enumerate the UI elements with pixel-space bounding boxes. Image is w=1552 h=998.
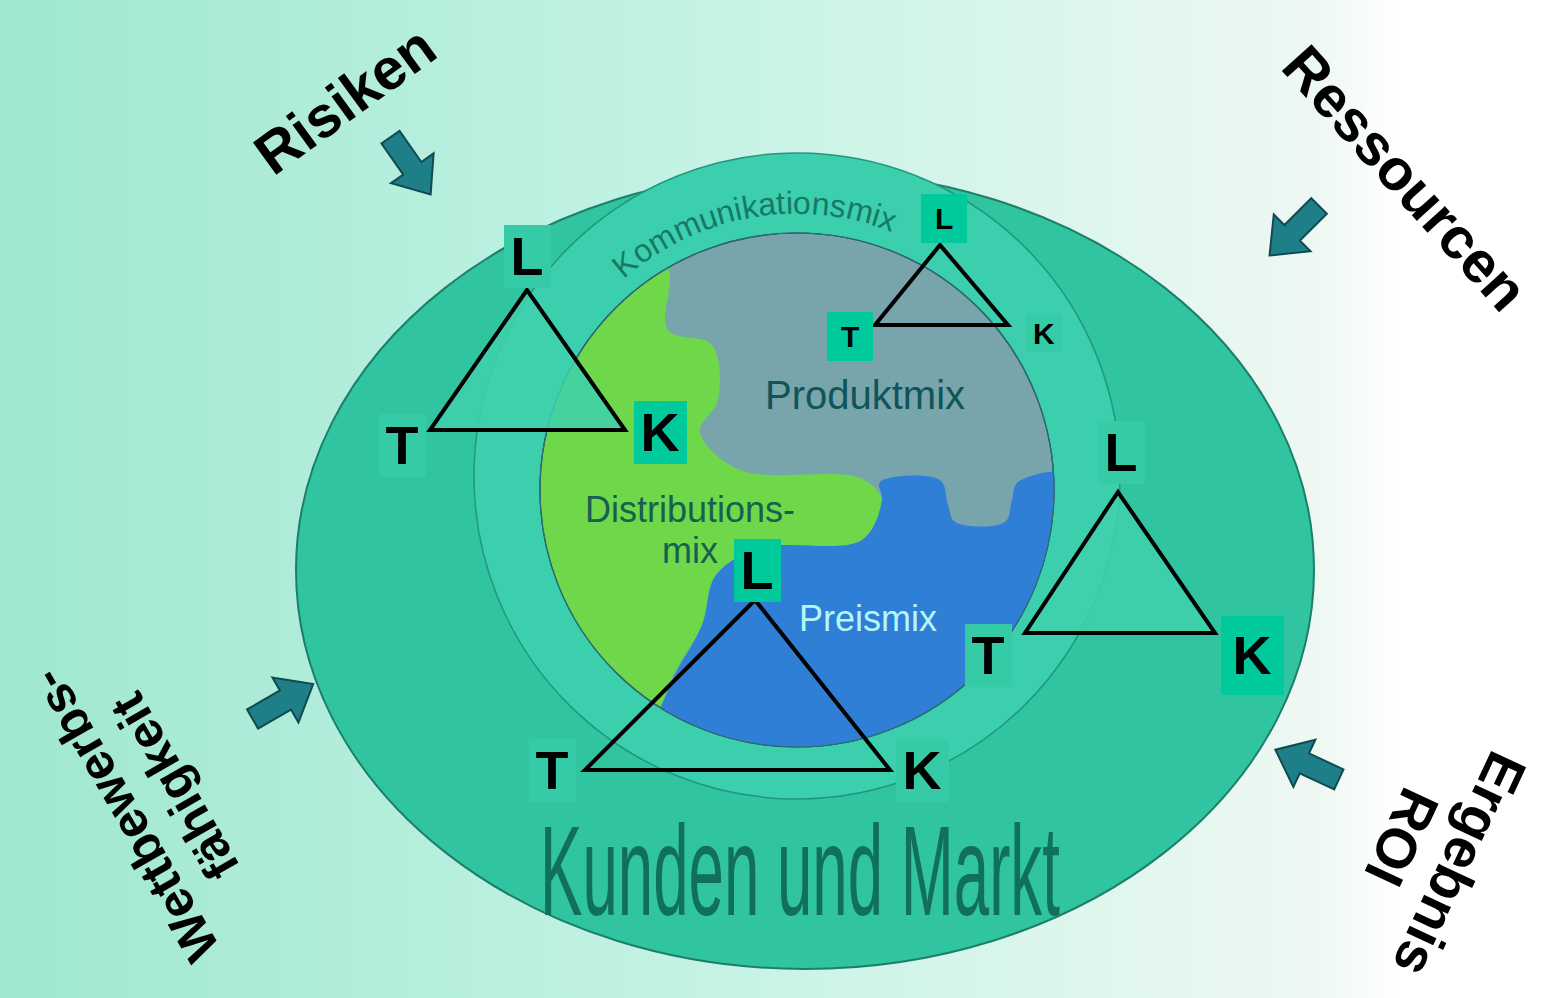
- vertex-label: T: [827, 312, 873, 361]
- vertex-label: K: [896, 739, 949, 802]
- arc-glyph: t: [775, 187, 786, 219]
- vertex-label: L: [1098, 421, 1145, 484]
- input-arrow: [1251, 188, 1337, 274]
- node-label: Preismix: [799, 598, 937, 639]
- arc-glyph: o: [793, 187, 811, 219]
- triangle-group: LTK: [965, 432, 1275, 693]
- node-label: Kunden und Markt: [540, 806, 1060, 935]
- triangle-shape: [1025, 492, 1215, 633]
- triangle-shape: [585, 600, 890, 770]
- node-label: Kommunikationsmix: [603, 180, 911, 286]
- communication-ring: KommunikationsmixProduktmixDistributions…: [473, 152, 1121, 800]
- vertex-label: T: [529, 739, 576, 802]
- factor-label: Risiken: [242, 12, 448, 187]
- input-arrow: [369, 122, 452, 209]
- arc-glyph: i: [785, 187, 793, 219]
- puzzle-piece-shape: [635, 471, 1115, 843]
- vertex-label: T: [965, 624, 1012, 687]
- triangle-shape: [430, 290, 625, 430]
- vertex-label: K: [1026, 315, 1062, 352]
- vertex-label: L: [504, 225, 551, 288]
- market-ellipse-shape: [296, 171, 1314, 969]
- factor-label: Ressourcen: [1269, 32, 1541, 323]
- inner-circle-outline: [540, 233, 1054, 747]
- vertex-label: K: [1221, 616, 1284, 695]
- vertex-label: T: [379, 414, 426, 477]
- vertex-label: K: [634, 401, 687, 464]
- vertex-label: L: [734, 539, 781, 602]
- input-arrow: [1264, 726, 1349, 803]
- arc-glyph: a: [756, 188, 777, 222]
- triangle-shape: [875, 245, 1008, 325]
- factor-label: Wettbewerbs- fähigkeit: [10, 615, 290, 984]
- factor-label: Ergebnis ROI: [1317, 705, 1544, 995]
- market-ellipse: Kunden und Markt KommunikationsmixProdukt…: [295, 170, 1315, 970]
- node-label: Produktmix: [765, 372, 965, 418]
- piece-group: [635, 471, 1115, 843]
- triangle-group: L T K: [525, 540, 950, 830]
- vertex-label: L: [921, 194, 967, 243]
